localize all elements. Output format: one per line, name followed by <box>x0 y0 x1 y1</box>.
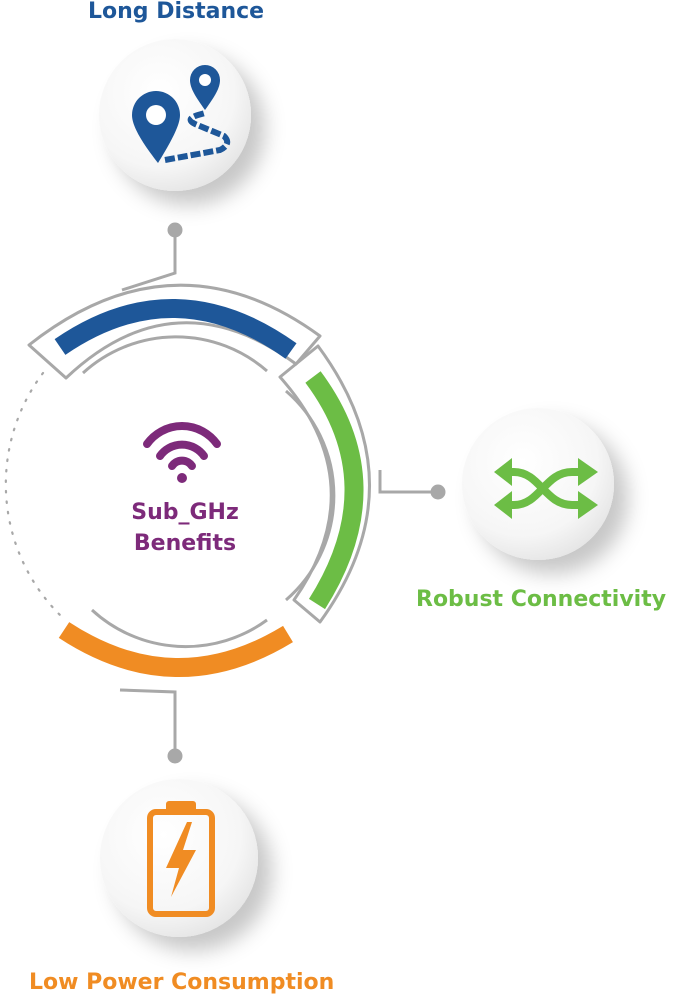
low-power-consumption-label: Low Power Consumption <box>29 970 335 995</box>
center-title-line1: Sub_GHz <box>131 500 239 525</box>
outer-ring-right <box>278 344 371 624</box>
wifi-icon <box>143 422 221 483</box>
outer-ring-top <box>27 283 322 380</box>
inner-ring-top <box>81 335 268 375</box>
dotted-arc <box>4 371 64 619</box>
connector-top <box>121 230 177 292</box>
map-route-icon <box>132 65 231 163</box>
connector-right-dot <box>430 484 446 500</box>
long-distance-label: Long Distance <box>88 0 265 24</box>
connector-top-dot <box>167 222 183 238</box>
robust-connectivity-label: Robust Connectivity <box>416 587 667 612</box>
center-title: Sub_GHz Benefits <box>110 497 260 559</box>
shuffle-arrows-icon <box>494 458 598 519</box>
arc-blue <box>54 299 297 359</box>
arc-green <box>305 371 364 610</box>
arc-orange <box>58 622 293 677</box>
battery-charging-icon <box>147 801 215 917</box>
connector-bottom-dot <box>167 748 183 764</box>
center-title-line2: Benefits <box>133 531 237 556</box>
connector-right <box>378 470 438 494</box>
connector-bottom <box>119 688 177 756</box>
inner-ring-bottom <box>90 608 268 649</box>
